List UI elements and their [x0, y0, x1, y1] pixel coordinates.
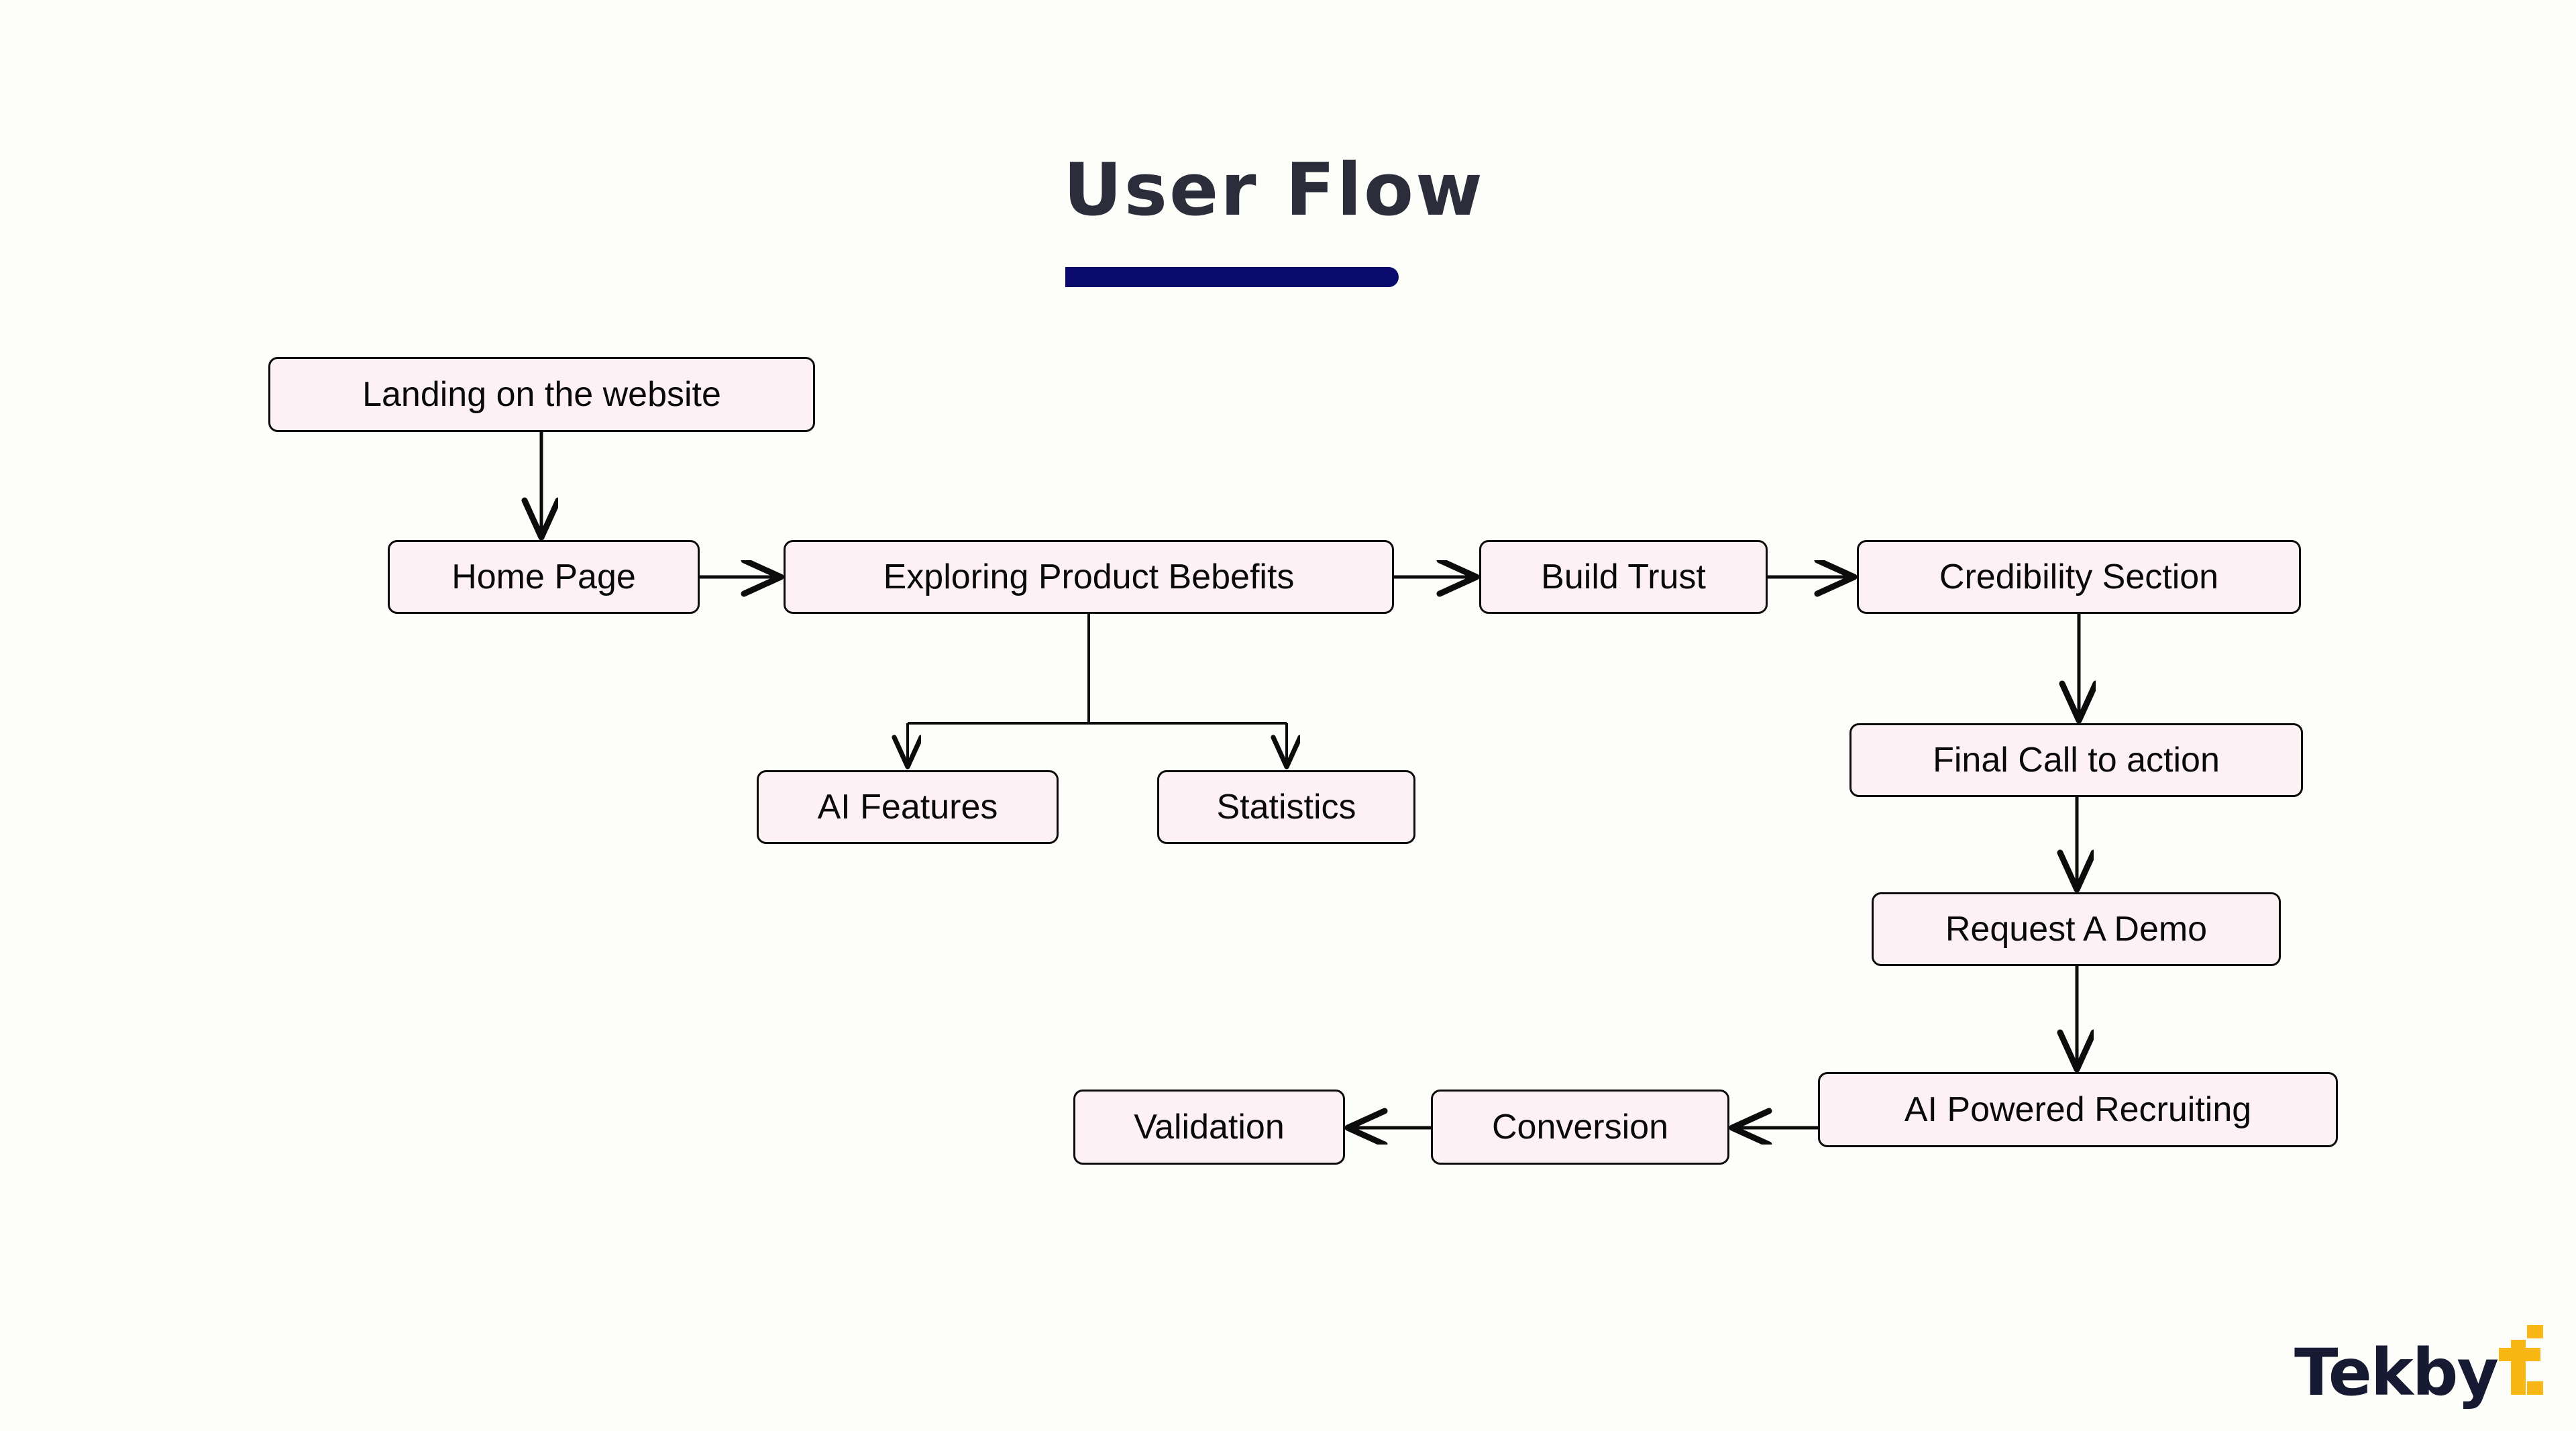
page-title: User Flow: [1063, 148, 1485, 232]
flow-node-landing[interactable]: Landing on the website: [268, 357, 815, 432]
flow-node-home[interactable]: Home Page: [388, 540, 700, 614]
flow-node-validation[interactable]: Validation: [1073, 1090, 1345, 1165]
tekbyt-logo: Tekby: [2294, 1325, 2543, 1405]
flow-node-build-trust[interactable]: Build Trust: [1479, 540, 1768, 614]
flow-node-demo[interactable]: Request A Demo: [1872, 892, 2281, 966]
flow-node-recruiting[interactable]: AI Powered Recruiting: [1818, 1072, 2338, 1147]
title-block: User Flow: [1063, 154, 1600, 295]
flow-node-credibility[interactable]: Credibility Section: [1857, 540, 2301, 614]
flow-node-statistics[interactable]: Statistics: [1157, 770, 1415, 844]
logo-wordmark: Tekby: [2294, 1335, 2499, 1410]
logo-accent-t-icon: [2498, 1325, 2543, 1395]
flow-node-final-cta[interactable]: Final Call to action: [1849, 723, 2303, 797]
flow-node-exploring[interactable]: Exploring Product Bebefits: [784, 540, 1394, 614]
flow-node-conversion[interactable]: Conversion: [1431, 1090, 1729, 1165]
title-underline-bar: [1065, 267, 1399, 287]
flow-node-ai-features[interactable]: AI Features: [757, 770, 1059, 844]
